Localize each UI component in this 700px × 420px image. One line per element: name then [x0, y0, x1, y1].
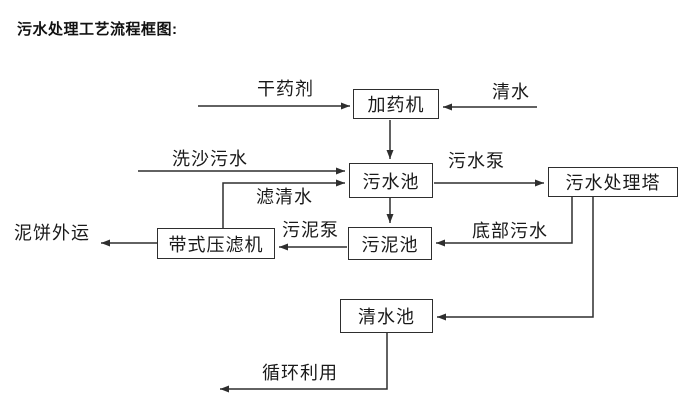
- arrow-tower-to-clean-pool: [437, 197, 594, 321]
- node-sludge-pool: 污泥池: [348, 227, 432, 260]
- label-clean-water: 清水: [492, 82, 530, 102]
- label-sludge-pump: 污泥泵: [282, 220, 339, 240]
- node-clean-water-pool: 清水池: [340, 299, 433, 333]
- node-belt-filter-press: 带式压滤机: [157, 228, 275, 259]
- label-sewage-pump: 污水泵: [448, 151, 505, 171]
- node-sewage-pool: 污水池: [349, 163, 433, 198]
- page-title: 污水处理工艺流程框图:: [17, 21, 178, 38]
- label-bottom-sewage: 底部污水: [472, 221, 548, 241]
- label-dry-agent: 干药剂: [257, 79, 314, 99]
- label-recycling-reuse: 循环利用: [262, 363, 338, 383]
- label-filtered-water: 滤清水: [256, 187, 313, 207]
- label-sand-washing-sewage: 洗沙污水: [172, 149, 248, 169]
- node-treatment-tower: 污水处理塔: [548, 167, 678, 197]
- node-dosing-machine: 加药机: [353, 89, 439, 119]
- label-mud-cake-outbound: 泥饼外运: [14, 223, 90, 243]
- arrow-clean-pool-to-recycling: [220, 333, 388, 393]
- arrow-bottom-sewage-to-sludge-pool: [436, 197, 573, 247]
- arrow-filtered-water-to-sewage-pool: [222, 179, 345, 228]
